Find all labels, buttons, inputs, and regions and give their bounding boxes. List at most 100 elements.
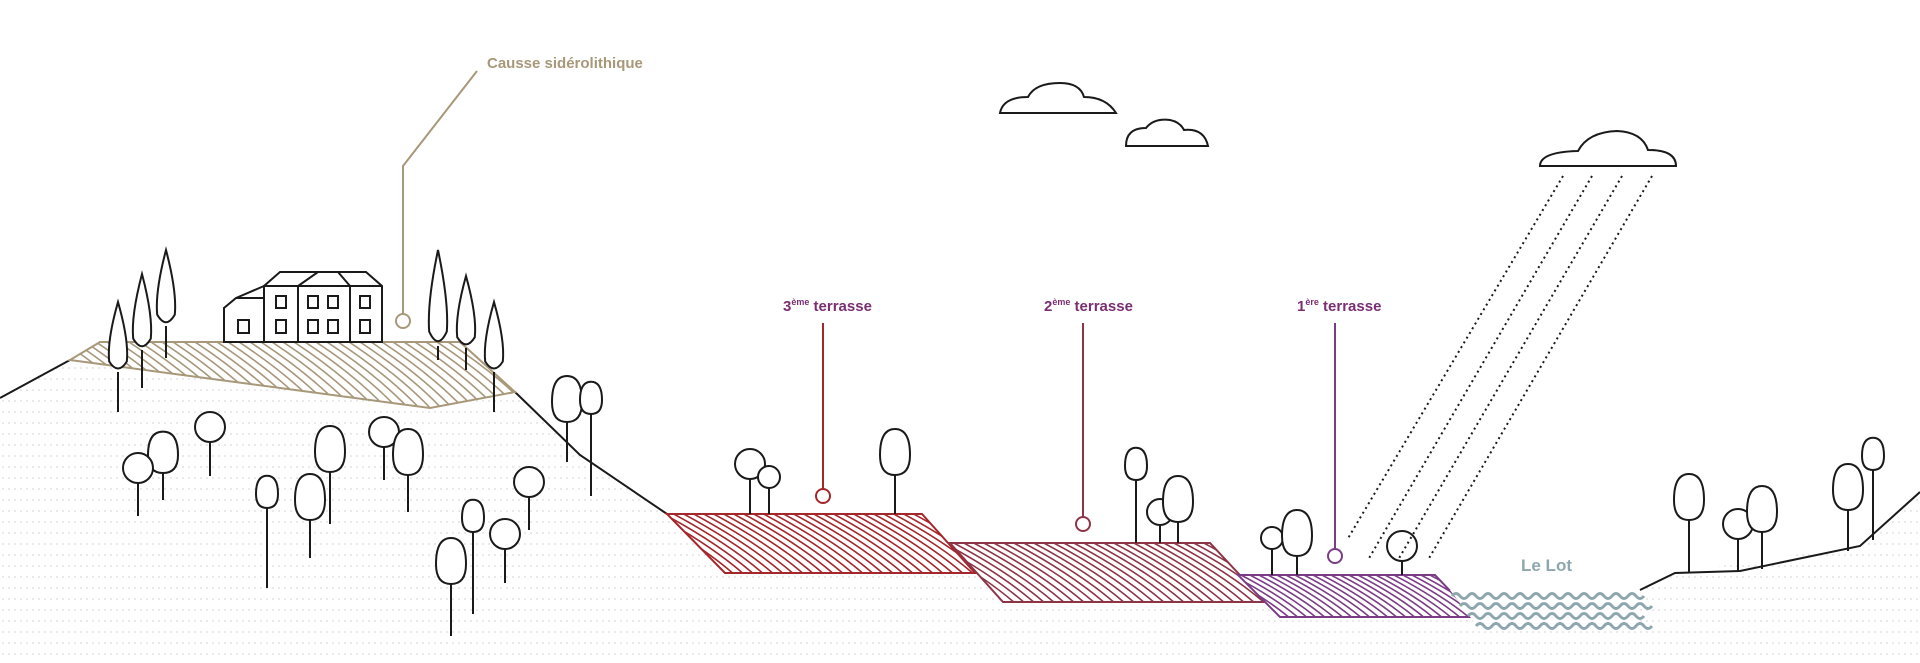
river-wave: [1466, 612, 1646, 620]
field-furrow: [1263, 575, 1337, 617]
oval-tree: [1161, 474, 1195, 543]
oval-tree: [1745, 484, 1779, 569]
manor-house: [223, 271, 383, 343]
field-furrow: [1344, 575, 1418, 617]
field-furrow: [1029, 543, 1127, 602]
oval-tree: [293, 472, 327, 558]
field-furrow: [1169, 543, 1265, 602]
oval-tree: [1280, 508, 1314, 575]
oval-tree: [1860, 436, 1886, 540]
cypress-tree: [131, 270, 153, 388]
field-furrow: [1039, 543, 1137, 602]
label-terrace-2: 2ème terrasse: [1044, 297, 1133, 315]
field-furrow: [749, 514, 847, 573]
field-furrow: [356, 342, 446, 408]
leader-terrace-2: [1075, 323, 1091, 532]
field-furrow: [1069, 543, 1167, 602]
field-furrow: [1245, 575, 1319, 617]
field-furrow: [1371, 575, 1445, 617]
field-furrow: [1099, 543, 1197, 602]
cypress-tree: [455, 272, 477, 370]
terrace-3: [664, 513, 978, 574]
field-furrow: [1308, 575, 1382, 617]
label-river: Le Lot: [1521, 556, 1572, 575]
oval-tree: [434, 536, 468, 636]
oval-tree: [254, 474, 280, 588]
field-furrow: [1109, 543, 1207, 602]
round-tree: [1260, 526, 1284, 575]
rain: [1346, 175, 1653, 561]
field-furrow: [1353, 575, 1427, 617]
field-furrow: [849, 514, 947, 573]
cloud-2: [1124, 118, 1210, 147]
river-wave: [1450, 592, 1646, 600]
round-tree: [489, 518, 521, 583]
field-furrow: [699, 514, 797, 573]
field-furrow: [1009, 543, 1107, 602]
field-furrow: [759, 514, 857, 573]
field-furrow: [719, 514, 817, 573]
field-furrow: [1272, 575, 1346, 617]
field-furrow: [1335, 575, 1409, 617]
round-tree: [1386, 530, 1418, 575]
field-furrow: [669, 514, 767, 573]
cypress-tree: [107, 298, 129, 412]
field-furrow: [969, 543, 1067, 602]
round-tree: [122, 452, 154, 516]
field-furrow: [1362, 575, 1436, 617]
round-tree: [194, 411, 226, 476]
field-furrow: [739, 514, 837, 573]
field-furrow: [1089, 543, 1187, 602]
field-furrow: [839, 514, 937, 573]
oval-tree: [313, 424, 347, 524]
field-furrow: [667, 514, 747, 573]
field-furrow: [779, 514, 877, 573]
oval-tree: [878, 427, 912, 514]
river-wave: [1474, 622, 1654, 630]
field-furrow: [979, 543, 1077, 602]
field-furrow: [1281, 575, 1355, 617]
cypress-tree: [155, 246, 177, 358]
field-furrow: [950, 543, 1047, 602]
field-furrow: [799, 514, 897, 573]
cloud-1: [998, 81, 1118, 114]
field-furrow: [809, 514, 907, 573]
field-furrow: [689, 514, 787, 573]
field-furrow: [789, 514, 887, 573]
field-furrow: [989, 543, 1087, 602]
field-furrow: [1049, 543, 1147, 602]
oval-tree: [460, 498, 486, 614]
oval-tree: [578, 380, 604, 496]
label-causse: Causse sidérolithique: [487, 55, 643, 72]
field-furrow: [769, 514, 867, 573]
trees: [107, 246, 1886, 636]
field-furrow: [1139, 543, 1237, 602]
clouds: [998, 81, 1678, 167]
field-furrow: [1398, 575, 1472, 617]
field-furrow: [1317, 575, 1391, 617]
label-terrace-1: 1ère terrasse: [1297, 297, 1381, 315]
field-furrow: [1238, 575, 1310, 617]
field-furrow: [1019, 543, 1117, 602]
field-furrow: [1389, 575, 1463, 617]
leader-causse: [395, 70, 478, 329]
ground-fill: [0, 342, 1920, 658]
field-furrow: [1119, 543, 1217, 602]
round-tree: [513, 466, 545, 530]
round-tree: [757, 465, 781, 514]
field-furrow: [679, 514, 777, 573]
field-furrow: [1290, 575, 1364, 617]
oval-tree: [1672, 472, 1706, 572]
field-furrow: [1079, 543, 1177, 602]
field-furrow: [869, 514, 967, 573]
oval-tree: [1123, 446, 1149, 543]
field-furrow: [334, 342, 424, 408]
field-furrow: [950, 543, 1027, 602]
cypress-tree: [427, 249, 449, 360]
field-furrow: [1326, 575, 1400, 617]
cloud-3: [1538, 129, 1678, 167]
field-furrow: [1059, 543, 1157, 602]
field-furrow: [345, 342, 435, 408]
